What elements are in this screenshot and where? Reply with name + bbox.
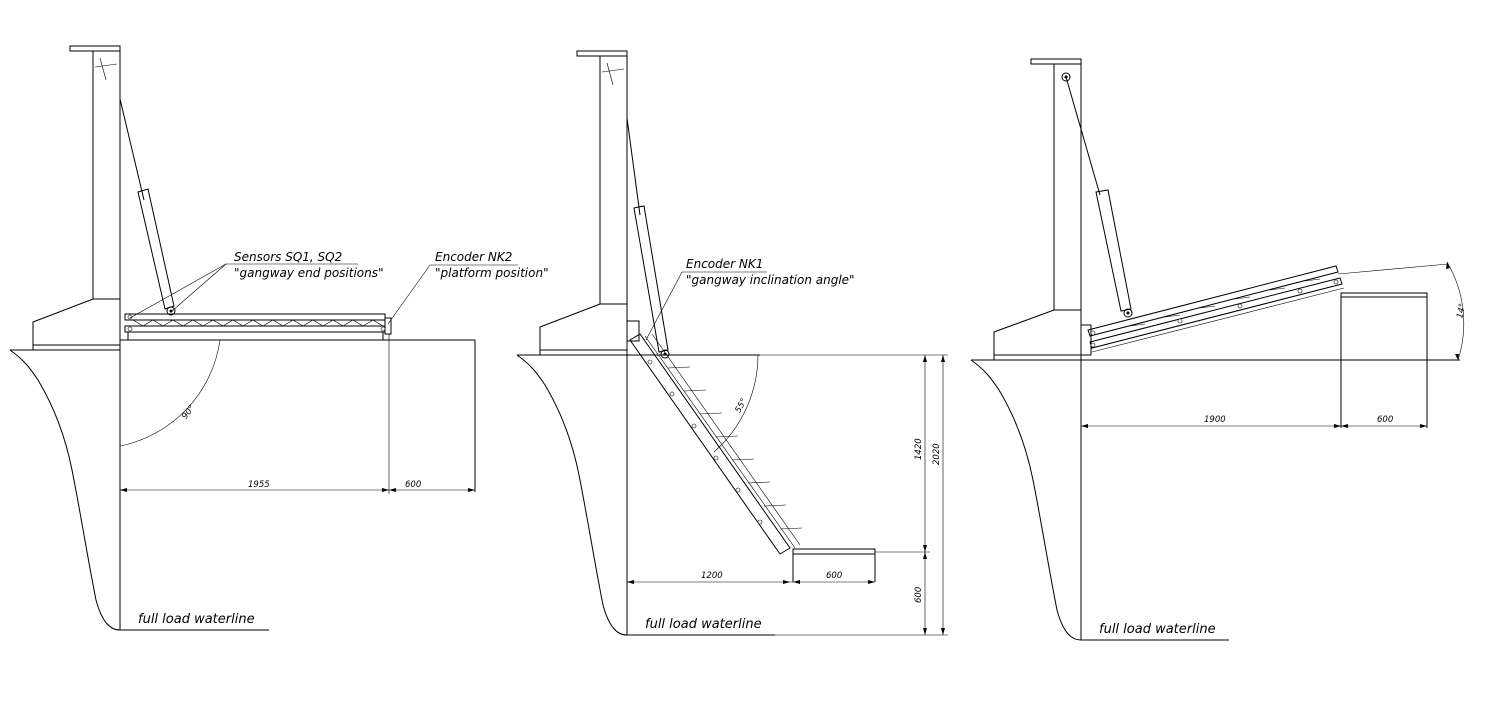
dim-height-lower: 600 xyxy=(914,587,924,603)
column-top-plate xyxy=(69,45,121,52)
angle-arc xyxy=(119,339,221,447)
callout-desc: "gangway inclination angle" xyxy=(686,273,855,287)
angle-label: 55° xyxy=(733,397,749,415)
dim-span: 1955 xyxy=(248,480,270,490)
dim-height-upper: 1420 xyxy=(914,438,924,460)
platform xyxy=(792,548,876,555)
cylinder-rod xyxy=(119,98,145,201)
cylinder-rod xyxy=(1065,76,1101,196)
cylinder-rod xyxy=(626,117,641,216)
view-raised: 14° 1900 600 full load waterline xyxy=(970,58,1468,641)
pedestal-base xyxy=(993,309,1082,360)
cylinder-pivot xyxy=(660,349,670,359)
gangway-hinge xyxy=(1080,324,1092,356)
gangway-top-rail xyxy=(124,313,386,321)
dim-span: 1200 xyxy=(701,571,723,581)
pedestal-base xyxy=(539,303,628,355)
platform-hinge xyxy=(384,317,392,335)
gangway-steps xyxy=(1091,287,1345,353)
waterline-label: full load waterline xyxy=(1099,622,1216,637)
platform xyxy=(1340,292,1428,298)
column-top-plate xyxy=(1030,58,1082,65)
angle-arc xyxy=(713,354,759,453)
view-horizontal: 90° 1955 600 full load waterline Sensors… xyxy=(9,45,549,631)
angle-label: 14° xyxy=(1455,303,1468,320)
callout-title: Encoder NK2 xyxy=(435,250,512,264)
hull-outline xyxy=(970,359,1082,641)
hull-outline xyxy=(516,354,628,636)
gangway-steps xyxy=(127,331,384,341)
cylinder-pivot xyxy=(1123,308,1133,318)
leader-line xyxy=(645,271,683,341)
column xyxy=(1053,63,1082,311)
leader-line xyxy=(129,263,227,319)
callout-title: Encoder NK1 xyxy=(686,257,763,271)
view-lowered: 55° 1200 600 1420 2020 600 full load wat… xyxy=(516,50,948,636)
pedestal-base xyxy=(32,298,121,350)
dim-platform: 600 xyxy=(826,571,842,581)
cylinder-pivot xyxy=(166,306,176,316)
gangway-top-rail xyxy=(1087,265,1339,337)
column-top-plate xyxy=(576,50,628,57)
top-pivot xyxy=(1061,72,1071,82)
column xyxy=(92,50,121,300)
dim-platform: 600 xyxy=(1377,415,1393,425)
callout-title: Sensors SQ1, SQ2 xyxy=(234,250,342,264)
cylinder-body xyxy=(137,188,175,310)
waterline-label: full load waterline xyxy=(645,617,762,632)
hull-outline xyxy=(9,349,121,631)
ladder-rail xyxy=(629,333,791,555)
dim-height-total: 2020 xyxy=(932,443,942,465)
callout-desc: "platform position" xyxy=(435,266,549,280)
dim-span: 1900 xyxy=(1204,415,1226,425)
angle-label: 90° xyxy=(180,403,197,421)
cylinder-body xyxy=(1095,189,1132,312)
waterline-label: full load waterline xyxy=(138,612,255,627)
gangway-bottom-rail xyxy=(124,325,386,333)
ladder-steps xyxy=(667,366,803,530)
angle-reference xyxy=(1337,263,1449,275)
gangway-hinge xyxy=(626,320,640,342)
angle-arc xyxy=(1446,261,1465,361)
column xyxy=(599,55,628,305)
dim-platform: 600 xyxy=(405,480,421,490)
callout-desc: "gangway end positions" xyxy=(234,266,384,280)
cylinder-body xyxy=(633,205,669,353)
